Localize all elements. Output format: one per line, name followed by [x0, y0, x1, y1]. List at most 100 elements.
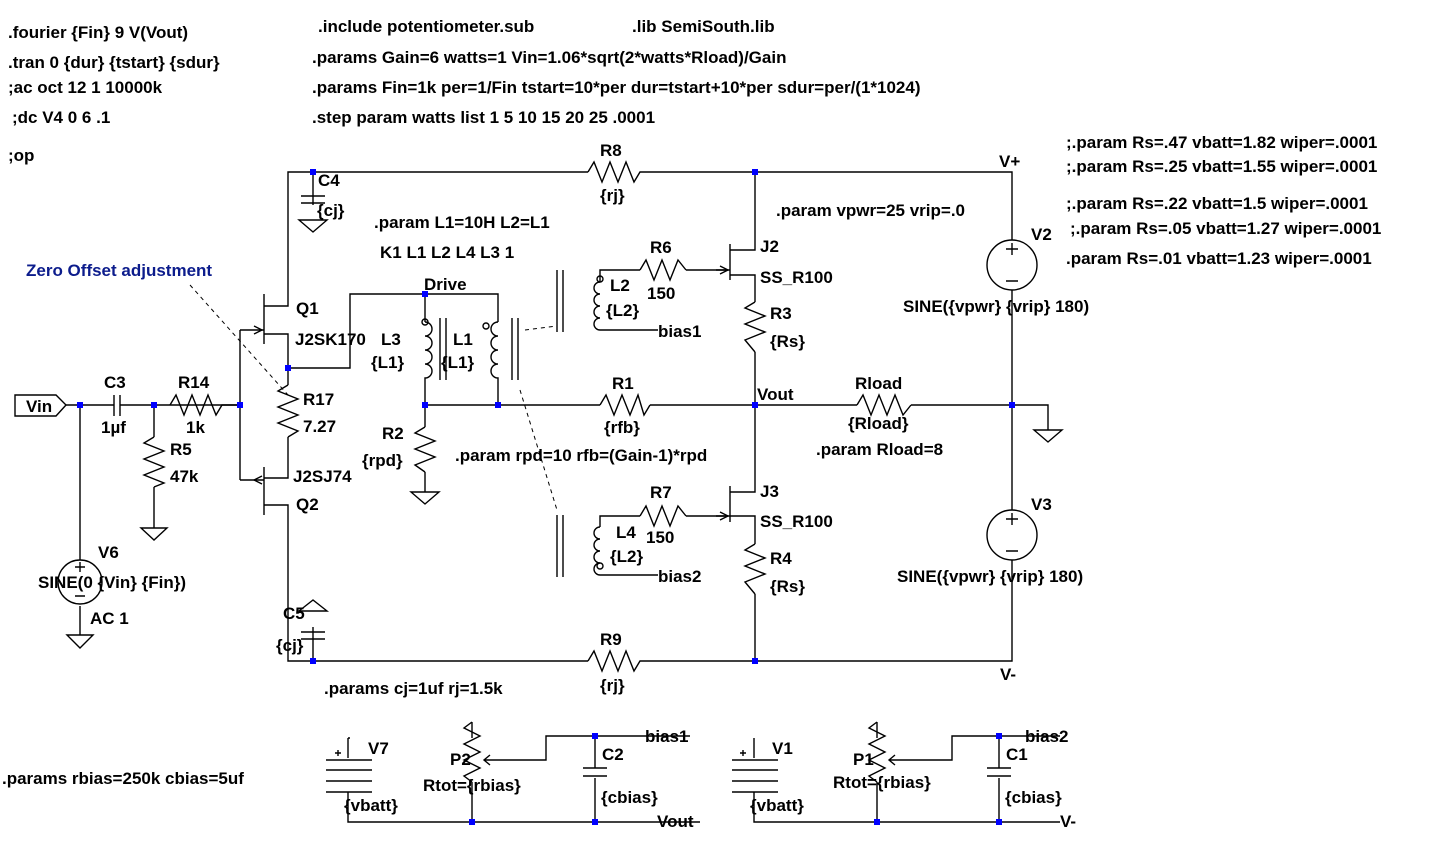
bias2-out-label: bias2 [1025, 727, 1068, 746]
vout-label: Vout [757, 385, 794, 404]
c5-value: {cj} [276, 636, 304, 655]
params-gain-directive: .params Gain=6 watts=1 Vin=1.06*sqrt(2*w… [312, 48, 786, 67]
rs5-directive: .param Rs=.01 vbatt=1.23 wiper=.0001 [1066, 249, 1372, 268]
c5-capacitor[interactable] [301, 631, 325, 640]
r9-resistor[interactable] [587, 649, 646, 673]
r2-resistor[interactable] [413, 426, 437, 473]
step-directive: .step param watts list 1 5 10 15 20 25 .… [312, 108, 655, 127]
r6-name: R6 [650, 238, 672, 257]
rbias-param-directive: .params rbias=250k cbias=5uf [2, 769, 244, 788]
j2-jfet[interactable] [716, 242, 756, 280]
r1-resistor[interactable] [599, 392, 651, 417]
v6-value: SINE(0 {Vin} {Fin}) [38, 573, 186, 592]
ground-symbols [65, 219, 1064, 649]
rs4-directive: ;.param Rs=.05 vbatt=1.27 wiper=.0001 [1070, 219, 1381, 238]
vminus-label: V- [1000, 665, 1016, 684]
c4-capacitor[interactable] [301, 195, 325, 204]
c1-value: {cbias} [1005, 788, 1062, 807]
wires [66, 171, 1060, 823]
v3-source[interactable] [986, 509, 1038, 561]
l4-inductor[interactable] [556, 515, 604, 577]
vplus-label: V+ [999, 152, 1020, 171]
v2-source[interactable] [986, 239, 1038, 291]
r17-resistor[interactable] [276, 384, 300, 438]
v1-name: V1 [772, 739, 793, 758]
r8-name: R8 [600, 141, 622, 160]
op-directive: ;op [8, 146, 34, 165]
q1-jfet[interactable] [252, 294, 289, 344]
junction-dots [77, 169, 1015, 825]
bias1-out-label: bias1 [645, 727, 688, 746]
j3-jfet[interactable] [716, 484, 756, 522]
r3-resistor[interactable] [743, 301, 767, 353]
bias2-label: bias2 [658, 567, 701, 586]
q2-name: Q2 [296, 495, 319, 514]
vin-label: Vin [26, 397, 52, 416]
l3-inductor[interactable] [421, 318, 447, 380]
p2-potentiometer[interactable] [462, 721, 497, 783]
c2-value: {cbias} [601, 788, 658, 807]
r3-value: {Rs} [770, 332, 805, 351]
j3-name: J3 [760, 482, 779, 501]
v1-value: {vbatt} [750, 796, 804, 815]
vminus-bottom-label: V- [1060, 812, 1076, 831]
p1-potentiometer[interactable] [867, 721, 902, 783]
rload-resistor[interactable] [856, 393, 912, 417]
l3-value: {L1} [371, 353, 404, 372]
r17-value: 7.27 [303, 417, 336, 436]
vpwr-param-directive: .param vpwr=25 vrip=.0 [776, 201, 965, 220]
r5-value: 47k [170, 467, 199, 486]
v2-value: SINE({vpwr} {vrip} 180) [903, 297, 1089, 316]
j3-model: SS_R100 [760, 512, 833, 531]
c3-capacitor[interactable] [113, 395, 121, 416]
rload-name: Rload [855, 374, 902, 393]
v6-source[interactable] [57, 559, 103, 605]
r5-resistor[interactable] [142, 436, 166, 488]
r7-resistor[interactable] [639, 504, 687, 528]
r4-resistor[interactable] [743, 543, 767, 595]
q1-name: Q1 [296, 299, 319, 318]
v2-name: V2 [1031, 225, 1052, 244]
v6-name: V6 [98, 543, 119, 562]
l2-value: {L2} [606, 301, 639, 320]
c2-capacitor[interactable] [583, 767, 607, 777]
q2-jfet[interactable] [252, 467, 289, 515]
r6-resistor[interactable] [639, 258, 687, 282]
r8-resistor[interactable] [587, 160, 646, 184]
l2-inductor[interactable] [556, 270, 604, 332]
c1-capacitor[interactable] [987, 767, 1011, 777]
p1-name: P1 [853, 750, 874, 769]
r9-name: R9 [600, 630, 622, 649]
r1-name: R1 [612, 374, 634, 393]
drive-label: Drive [424, 275, 467, 294]
p1-value: Rtot={rbias} [833, 773, 931, 792]
vin-port[interactable] [14, 394, 67, 417]
c2-name: C2 [602, 745, 624, 764]
v7-value: {vbatt} [344, 796, 398, 815]
r4-name: R4 [770, 549, 792, 568]
r14-resistor[interactable] [169, 393, 240, 417]
l1-inductor[interactable] [482, 318, 519, 380]
v7-battery[interactable] [326, 750, 372, 793]
r7-value: 150 [646, 528, 674, 547]
c4-value: {cj} [317, 201, 345, 220]
rs3-directive: ;.param Rs=.22 vbatt=1.5 wiper=.0001 [1066, 194, 1368, 213]
fourier-directive: .fourier {Fin} 9 V(Vout) [8, 23, 188, 42]
c3-value: 1µf [101, 418, 126, 437]
vout-bottom-label: Vout [657, 812, 694, 831]
r2-value: {rpd} [362, 451, 403, 470]
r1-value: {rfb} [604, 418, 640, 437]
j2-name: J2 [760, 237, 779, 256]
j2-model: SS_R100 [760, 268, 833, 287]
r6-value: 150 [647, 284, 675, 303]
zero-offset-comment: Zero Offset adjustment [26, 261, 212, 280]
p2-name: P2 [450, 750, 471, 769]
q2-model: J2SJ74 [293, 467, 352, 486]
rs1-directive: ;.param Rs=.47 vbatt=1.82 wiper=.0001 [1066, 133, 1377, 152]
coupling-lines [189, 284, 558, 511]
lib-directive: .lib SemiSouth.lib [632, 17, 775, 36]
params-fin-directive: .params Fin=1k per=1/Fin tstart=10*per d… [312, 78, 921, 97]
v1-battery[interactable] [732, 750, 778, 793]
rpd-param-directive: .param rpd=10 rfb=(Gain-1)*rpd [455, 446, 707, 465]
